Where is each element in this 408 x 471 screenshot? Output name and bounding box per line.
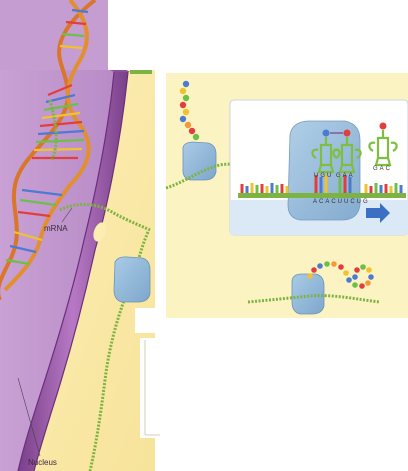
mrna-codon-sequence: ACACUUCUG bbox=[313, 199, 370, 205]
nuclear-envelope bbox=[18, 72, 128, 471]
mrna-strand-nucleus bbox=[59, 202, 151, 232]
trna-right-anticodon: GAC bbox=[373, 166, 393, 172]
white-cutout-upper bbox=[108, 0, 408, 70]
mrna-leader-line bbox=[61, 207, 73, 223]
upper-ribosome bbox=[182, 141, 217, 181]
nucleus-leader-line bbox=[17, 377, 41, 457]
trna-mid-anticodon: GAA bbox=[336, 173, 355, 179]
lower-ribosome bbox=[291, 273, 325, 315]
trna-right bbox=[368, 130, 398, 167]
polypeptide-upper bbox=[179, 80, 200, 141]
dna-helix bbox=[0, 0, 97, 300]
trna-mid bbox=[332, 137, 362, 174]
white-cutout-box bbox=[135, 308, 165, 333]
inner-membrane-line bbox=[17, 71, 115, 471]
right-panel bbox=[165, 73, 408, 318]
polypeptide-lower bbox=[307, 261, 374, 289]
mrna-label: mRNA bbox=[44, 224, 68, 233]
mrna-codon-strip bbox=[238, 175, 406, 198]
white-cutout-lower bbox=[140, 338, 162, 438]
outer-membrane-line bbox=[33, 71, 129, 471]
cytoplasm-ribosome bbox=[113, 256, 151, 303]
top-green-tab bbox=[130, 70, 152, 74]
direction-arrow bbox=[366, 203, 390, 223]
trna-left-anticodon: UGU bbox=[314, 173, 334, 179]
nucleus-interior bbox=[0, 0, 120, 471]
nucleus-label: Nucleus bbox=[28, 458, 57, 467]
nucleus-top bbox=[0, 0, 108, 70]
nuclear-pore bbox=[93, 222, 107, 242]
